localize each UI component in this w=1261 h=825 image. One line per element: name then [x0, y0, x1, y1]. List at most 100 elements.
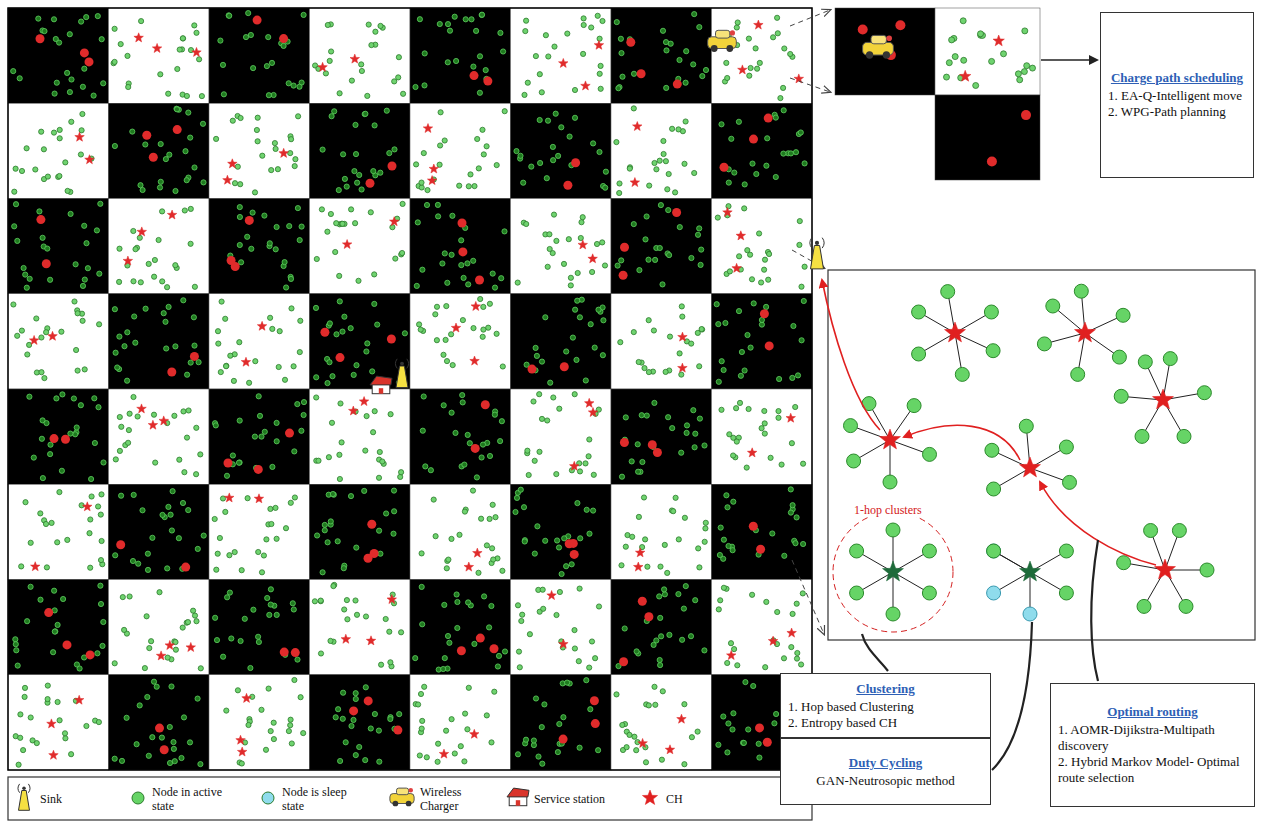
- charger-cabin: [871, 35, 886, 43]
- sensor-node: [422, 83, 427, 88]
- cluster-head-star: [768, 636, 778, 645]
- sensor-node: [695, 232, 700, 237]
- sensor-node: [260, 153, 265, 158]
- sensor-node: [561, 261, 566, 266]
- cluster-head: [173, 125, 182, 134]
- sensor-node: [801, 461, 806, 466]
- sensor-node: [99, 492, 104, 497]
- sensor-node: [160, 512, 165, 517]
- white-cell: [310, 8, 411, 103]
- sensor-node: [301, 400, 306, 405]
- sensor-node: [331, 584, 336, 589]
- box-item: 2. WPG-Path planning: [1108, 104, 1246, 120]
- box-item: 2. Hybrid Markov Model- Optimal route se…: [1058, 754, 1247, 786]
- sensor-node: [54, 396, 59, 401]
- charger-wheel: [726, 45, 733, 52]
- sensor-node: [664, 85, 669, 90]
- sensor-node: [574, 357, 579, 362]
- sensor-node: [444, 566, 449, 571]
- sensor-node: [38, 597, 43, 602]
- sensor-node: [248, 665, 253, 670]
- cluster-head: [366, 179, 375, 188]
- sensor-node: [342, 176, 347, 181]
- sensor-node: [689, 341, 694, 346]
- cluster-head: [224, 459, 233, 468]
- cluster-head: [280, 648, 289, 657]
- sensor-node: [584, 678, 589, 683]
- sensor-node: [314, 395, 319, 400]
- cluster-head-star: [29, 335, 39, 344]
- sensor-node: [696, 546, 701, 551]
- sensor-node: [436, 214, 441, 219]
- sensor-node: [60, 392, 65, 397]
- sensor-node: [372, 123, 377, 128]
- sensor-node: [677, 351, 682, 356]
- cluster-head-star: [137, 227, 147, 236]
- sensor-node: [547, 246, 552, 251]
- sensor-node: [339, 440, 344, 445]
- sensor-node: [181, 409, 186, 414]
- charger-wheel: [883, 51, 890, 58]
- sensor-node: [263, 747, 268, 752]
- sensor-node: [298, 318, 303, 323]
- sensor-node: [230, 453, 235, 458]
- sensor-node: [237, 418, 242, 423]
- sensor-node: [235, 688, 240, 693]
- sensor-node: [200, 121, 205, 126]
- sensor-node: [1030, 65, 1036, 71]
- sensor-node: [25, 619, 30, 624]
- sensor-node: [801, 298, 806, 303]
- sensor-node: [452, 751, 457, 756]
- sensor-node: [349, 78, 354, 83]
- sensor-node: [139, 19, 144, 24]
- sensor-node: [577, 315, 582, 320]
- sensor-node: [318, 599, 323, 604]
- sensor-node: [371, 430, 376, 435]
- sensor-node: [269, 60, 274, 65]
- sensor-node: [372, 711, 377, 716]
- sensor-node: [98, 512, 103, 517]
- sensor-node: [266, 35, 271, 40]
- sensor-node: [370, 369, 375, 374]
- active-node: [923, 447, 937, 461]
- sensor-node: [718, 525, 723, 530]
- cluster-head-star: [786, 413, 796, 422]
- black-cell: [209, 199, 310, 294]
- sensor-node: [195, 696, 200, 701]
- cluster-head: [149, 153, 158, 162]
- cluster-head-star: [732, 263, 742, 272]
- sensor-node: [569, 562, 574, 567]
- sensor-node: [82, 277, 87, 282]
- sensor-node: [532, 551, 537, 556]
- sensor-node: [181, 298, 186, 303]
- sensor-node: [667, 334, 672, 339]
- sensor-node: [198, 762, 203, 767]
- sensor-node: [23, 272, 28, 277]
- sensor-node: [125, 53, 130, 58]
- sensor-node: [479, 455, 484, 460]
- sensor-node: [388, 660, 393, 665]
- sensor-node: [387, 629, 392, 634]
- sensor-node: [15, 333, 20, 338]
- sensor-node: [516, 649, 521, 654]
- sensor-node: [126, 428, 131, 433]
- sensor-node: [268, 587, 273, 592]
- sensor-node: [793, 150, 798, 155]
- sensor-node: [443, 337, 448, 342]
- sensor-node: [54, 80, 59, 85]
- black-cell: [109, 294, 210, 389]
- white-cell: [8, 103, 109, 198]
- sensor-node: [169, 684, 174, 689]
- sensor-node: [734, 439, 739, 444]
- sensor-node: [297, 84, 302, 89]
- sensor-node: [24, 146, 29, 151]
- sensor-node: [598, 86, 603, 91]
- sensor-node: [242, 616, 247, 621]
- black-cell: [511, 675, 612, 770]
- sensor-node: [462, 462, 467, 467]
- sensor-node: [533, 345, 538, 350]
- sensor-node: [477, 90, 482, 95]
- sensor-node: [213, 423, 218, 428]
- sensor-node: [225, 595, 230, 600]
- black-cell: [611, 199, 712, 294]
